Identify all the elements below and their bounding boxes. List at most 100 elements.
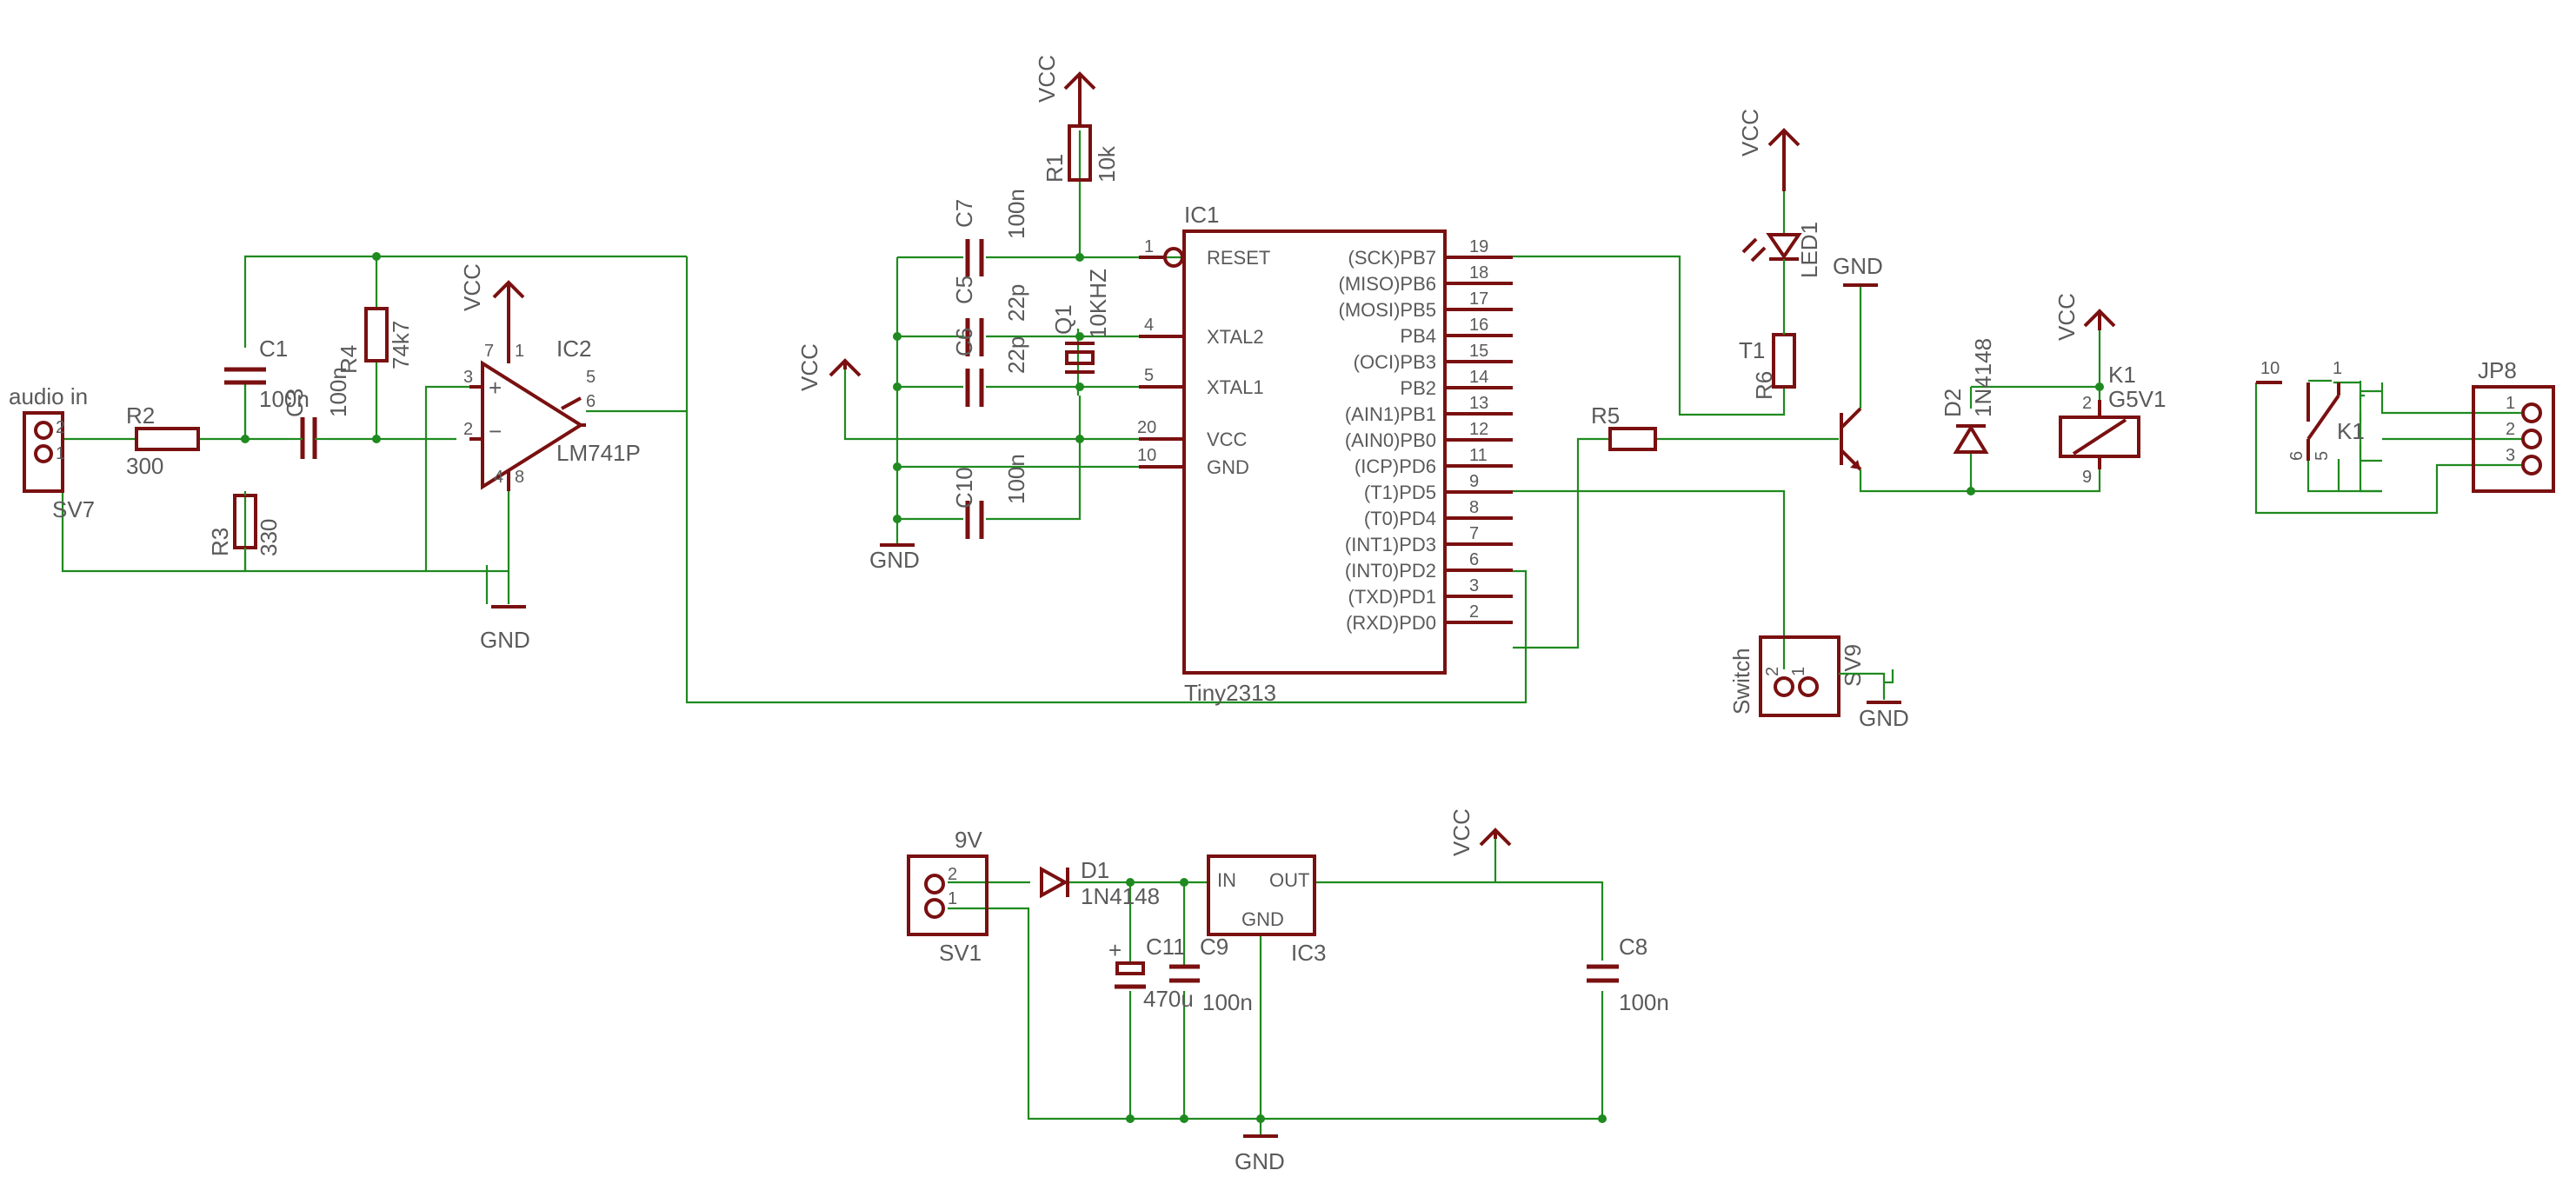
svg-text:9V: 9V — [955, 827, 982, 853]
svg-text:1: 1 — [1144, 237, 1154, 256]
ic1-pin-number: 8 — [1469, 498, 1479, 517]
svg-text:74k7: 74k7 — [388, 321, 414, 369]
ic3-regulator: IN OUT GND IC3 — [1207, 854, 1326, 966]
vcc-symbol-ps: VCC — [1448, 808, 1512, 856]
ic1-pin-label: (OCI)PB3 — [1354, 351, 1436, 373]
svg-text:3: 3 — [463, 368, 473, 387]
svg-text:6: 6 — [2287, 451, 2306, 461]
ic1-pin-number: 12 — [1469, 420, 1488, 439]
svg-text:VCC: VCC — [796, 343, 822, 391]
ic1-pin-label: (AIN0)PB0 — [1345, 429, 1436, 451]
ic1-pin-number: 2 — [1469, 602, 1479, 622]
svg-text:LM741P: LM741P — [556, 440, 641, 466]
d2-diode: D2 1N4148 — [1940, 338, 1996, 454]
sv9-connector: 2 1 Switch SV9 — [1728, 635, 1866, 717]
svg-text:100n: 100n — [1003, 454, 1029, 504]
ic1-pin-number: 18 — [1469, 263, 1488, 283]
svg-text:D2: D2 — [1940, 389, 1966, 417]
svg-text:7: 7 — [484, 342, 494, 361]
svg-text:GND: GND — [1241, 908, 1284, 930]
ic1-pin-number: 17 — [1469, 289, 1488, 309]
svg-text:100n: 100n — [259, 386, 310, 412]
sv1-connector: 2 1 9V SV1 — [907, 827, 988, 966]
ic1-pin-label: (MOSI)PB5 — [1339, 299, 1436, 321]
ic1-pin-number: 11 — [1469, 446, 1488, 465]
r6-resistor: T1 R6 — [1739, 287, 1796, 400]
ic1-pin-number: 14 — [1469, 368, 1488, 387]
svg-text:G5V1: G5V1 — [2108, 386, 2167, 412]
svg-text:−: − — [489, 418, 502, 444]
ic1-pin-label: (MISO)PB6 — [1339, 273, 1436, 295]
gnd-symbol-t1: GND — [1833, 253, 1883, 287]
svg-text:C11: C11 — [1146, 934, 1186, 960]
svg-text:VCC: VCC — [1207, 429, 1248, 450]
svg-text:GND: GND — [1833, 253, 1883, 279]
svg-text:100n: 100n — [1003, 189, 1029, 239]
svg-text:100n: 100n — [1202, 989, 1253, 1015]
c6-capacitor: C6 22p — [951, 328, 1029, 407]
svg-text:VCC: VCC — [1448, 808, 1474, 856]
sv7-value: audio in — [9, 383, 88, 409]
svg-text:2: 2 — [463, 420, 473, 439]
ic1-pin-label: (T0)PD4 — [1364, 508, 1436, 529]
svg-text:JP8: JP8 — [2478, 357, 2517, 383]
svg-text:GND: GND — [869, 547, 920, 573]
jp8-connector: 1 2 3 JP8 — [2472, 357, 2555, 493]
svg-text:C5: C5 — [951, 276, 977, 304]
svg-text:K1: K1 — [2337, 418, 2365, 444]
ic1-pin-number: 19 — [1469, 237, 1488, 256]
svg-text:6: 6 — [586, 392, 596, 411]
k1-relay-coil: 2 9 K1 G5V1 — [2059, 362, 2167, 487]
svg-text:K1: K1 — [2108, 362, 2136, 388]
svg-text:5: 5 — [586, 368, 596, 387]
svg-text:D1: D1 — [1081, 857, 1109, 883]
ic1-pin-label: (ICP)PD6 — [1355, 456, 1436, 477]
svg-text:SV1: SV1 — [939, 940, 982, 966]
vcc-symbol-ic1: VCC — [796, 343, 862, 391]
ic1-pin-number: 7 — [1469, 524, 1479, 543]
svg-text:C6: C6 — [951, 328, 977, 356]
ic1-pin-number: 16 — [1469, 316, 1488, 335]
ic1-name: IC1 — [1184, 202, 1219, 228]
svg-text:10k: 10k — [1094, 145, 1120, 183]
ic1-pin-label: (INT0)PD2 — [1345, 560, 1436, 582]
gnd-symbol-ic2: GND — [480, 491, 530, 653]
svg-text:470u: 470u — [1143, 986, 1194, 1012]
svg-text:VCC: VCC — [2053, 293, 2080, 341]
svg-text:5: 5 — [1144, 366, 1154, 385]
svg-text:GND: GND — [1235, 1148, 1285, 1174]
ic1-pin-label: (AIN1)PB1 — [1345, 403, 1436, 425]
svg-text:3: 3 — [2506, 446, 2515, 465]
c9-capacitor: C9 100n — [1169, 934, 1253, 1015]
ic1-right-pins: 19(SCK)PB718(MISO)PB617(MOSI)PB516PB415(… — [1339, 237, 1513, 634]
svg-text:RESET: RESET — [1207, 247, 1270, 269]
vcc-symbol-relay: VCC — [2053, 293, 2116, 341]
c1-capacitor: C1 100n — [224, 336, 310, 412]
svg-text:5: 5 — [2313, 451, 2332, 461]
svg-text:+: + — [489, 375, 502, 401]
svg-text:Q1: Q1 — [1050, 304, 1076, 335]
svg-text:4: 4 — [494, 468, 503, 487]
r1-resistor: R1 10k — [1042, 124, 1120, 183]
c3-capacitor: C3 100n — [282, 367, 351, 459]
svg-text:1: 1 — [948, 889, 957, 908]
svg-text:OUT: OUT — [1269, 869, 1309, 891]
svg-text:VCC: VCC — [459, 263, 485, 311]
ic1-pin-label: (TXD)PD1 — [1348, 586, 1436, 608]
svg-text:1: 1 — [515, 342, 524, 361]
svg-text:IN: IN — [1217, 869, 1236, 891]
svg-text:100n: 100n — [325, 367, 351, 417]
gnd-symbol-sv9: GND — [1839, 672, 1909, 731]
c11-capacitor: + C11 470u — [1108, 934, 1194, 1012]
led1: LED1 — [1741, 191, 1822, 287]
svg-text:20: 20 — [1137, 418, 1156, 437]
svg-text:330: 330 — [256, 519, 282, 556]
ic1-pin-number: 13 — [1469, 394, 1488, 413]
vcc-symbol-led: VCC — [1737, 109, 1801, 191]
svg-text:C10: C10 — [951, 467, 977, 509]
vcc-symbol-r1: VCC — [1034, 55, 1096, 126]
svg-text:22p: 22p — [1003, 336, 1029, 374]
r5-resistor: R5 — [1591, 402, 1657, 451]
svg-text:22p: 22p — [1003, 284, 1029, 322]
